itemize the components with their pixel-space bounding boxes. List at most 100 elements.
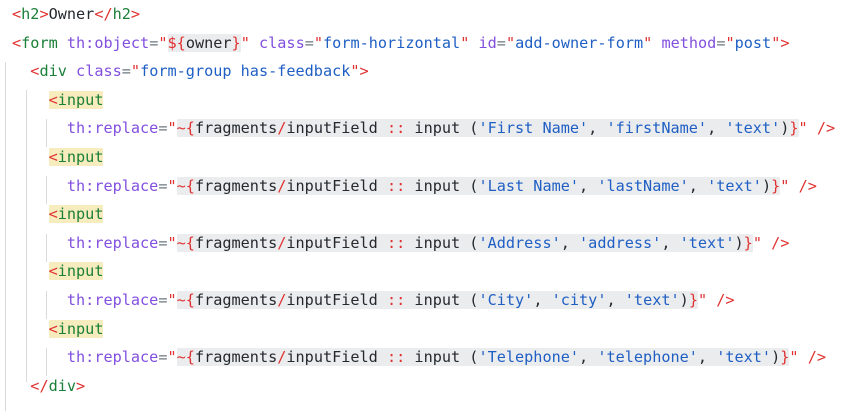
code-line[interactable]: <input bbox=[0, 315, 861, 344]
code-line[interactable]: th:replace="~{fragments/inputField :: in… bbox=[0, 286, 861, 315]
token-bracket: /> bbox=[816, 119, 836, 138]
token-tag: div bbox=[39, 62, 67, 81]
token-expr: , bbox=[707, 119, 726, 138]
token-bracket: < bbox=[48, 319, 58, 338]
token-expr: ) bbox=[679, 290, 689, 309]
code-line[interactable]: <form th:object="${owner}" class="form-h… bbox=[0, 29, 861, 58]
code-line[interactable]: <input bbox=[0, 143, 861, 172]
token-tag: div bbox=[48, 376, 77, 395]
token-quote: " bbox=[130, 62, 141, 81]
token-str: 'Address' bbox=[478, 233, 561, 252]
token-str: 'city' bbox=[551, 290, 607, 309]
token-quote: " bbox=[167, 348, 177, 367]
highlighted-tag: <input bbox=[48, 262, 104, 281]
code-line-content: <input bbox=[48, 86, 104, 115]
token-str: 'text' bbox=[707, 176, 762, 195]
code-line[interactable]: <h2>Owner</h2> bbox=[0, 0, 861, 29]
token-tag: input bbox=[57, 319, 104, 338]
token-bracket: < bbox=[12, 33, 22, 52]
token-quote: " bbox=[167, 290, 177, 309]
code-line[interactable]: <div class="form-group has-feedback"> bbox=[0, 57, 861, 86]
highlighted-tag: <input bbox=[48, 147, 104, 166]
code-line-content: <h2>Owner</h2> bbox=[12, 0, 140, 29]
token-text: Owner bbox=[48, 5, 95, 23]
code-line-content: <form th:object="${owner}" class="form-h… bbox=[12, 29, 790, 58]
token-expr: inputField bbox=[286, 176, 387, 195]
token-quote: " bbox=[789, 348, 799, 367]
highlighted-tag: <input bbox=[48, 205, 104, 224]
token-attr: th:replace bbox=[66, 119, 159, 138]
token-exprdel: } bbox=[231, 33, 241, 52]
token-eq: = bbox=[158, 290, 168, 309]
token-quote: " bbox=[643, 33, 653, 52]
token-str: 'address' bbox=[579, 233, 662, 252]
token-str: 'text' bbox=[725, 119, 781, 138]
token-expr: ) bbox=[780, 119, 790, 138]
token-bracket: > bbox=[130, 5, 141, 23]
token-val: post bbox=[734, 33, 772, 52]
highlighted-tag: <input bbox=[48, 319, 104, 338]
token-quote: " bbox=[697, 290, 708, 309]
token-quote: " bbox=[350, 62, 360, 81]
code-line-content: th:replace="~{fragments/inputField :: in… bbox=[67, 343, 826, 372]
token-expr: ) bbox=[771, 348, 781, 367]
token-bracket: /> bbox=[807, 348, 827, 367]
token-eq: = bbox=[496, 33, 506, 52]
token-bracket: < bbox=[48, 147, 58, 166]
token-tag: input bbox=[57, 147, 104, 166]
token-quote: " bbox=[167, 176, 177, 195]
code-line-content: th:replace="~{fragments/inputField :: in… bbox=[67, 114, 835, 143]
token-quote: " bbox=[505, 33, 516, 52]
token-str: 'Last Name' bbox=[478, 176, 580, 195]
code-line[interactable]: th:replace="~{fragments/inputField :: in… bbox=[0, 229, 861, 258]
token-tag: form bbox=[21, 33, 58, 52]
code-line-content: <input bbox=[48, 200, 104, 229]
token-expr: , bbox=[579, 348, 598, 367]
token-attr: th:replace bbox=[66, 290, 159, 309]
token-str: 'lastName' bbox=[597, 176, 689, 195]
token-attr: th:replace bbox=[66, 176, 159, 195]
token-bracket: < bbox=[48, 262, 58, 281]
token-eq: = bbox=[158, 348, 168, 367]
token-bracket: > bbox=[780, 33, 790, 52]
code-line[interactable]: th:replace="~{fragments/inputField :: in… bbox=[0, 114, 861, 143]
token-bracket: > bbox=[359, 62, 369, 81]
code-line[interactable]: <input bbox=[0, 86, 861, 115]
highlighted-expression: ~{fragments/inputField :: input ('Last N… bbox=[176, 176, 781, 195]
token-expr: , bbox=[588, 119, 607, 138]
code-line-content: <input bbox=[48, 257, 104, 286]
code-line[interactable]: </div> bbox=[0, 372, 861, 401]
token-text bbox=[67, 62, 76, 80]
token-quote: " bbox=[313, 33, 324, 52]
token-str: 'text' bbox=[679, 233, 735, 252]
token-val: form-horizontal bbox=[323, 33, 461, 52]
token-str: 'First Name' bbox=[478, 119, 589, 138]
token-attr: th:replace bbox=[66, 233, 159, 252]
token-attr: id bbox=[478, 33, 497, 52]
token-expr: , bbox=[533, 290, 552, 309]
token-exprdel: :: bbox=[386, 233, 406, 252]
token-eq: = bbox=[158, 176, 168, 195]
token-eq: = bbox=[149, 33, 159, 52]
code-line[interactable]: <input bbox=[0, 257, 861, 286]
token-exprdel: ~{ bbox=[176, 233, 195, 252]
token-exprdel: { bbox=[176, 33, 186, 52]
token-str: 'text' bbox=[716, 348, 772, 367]
token-exprdel: :: bbox=[386, 119, 406, 138]
token-attr: th:object bbox=[66, 33, 150, 52]
token-expr: inputField bbox=[286, 348, 387, 367]
token-str: 'firstName' bbox=[606, 119, 708, 138]
token-quote: " bbox=[798, 119, 808, 138]
token-eq: = bbox=[158, 119, 168, 138]
token-text bbox=[789, 177, 798, 195]
token-eq: = bbox=[121, 62, 131, 81]
code-line[interactable]: th:replace="~{fragments/inputField :: in… bbox=[0, 172, 861, 201]
code-line[interactable]: th:replace="~{fragments/inputField :: in… bbox=[0, 343, 861, 372]
token-bracket: < bbox=[30, 62, 40, 81]
token-val: add-owner-form bbox=[515, 33, 644, 52]
token-str: 'text' bbox=[624, 290, 680, 309]
token-expr: , bbox=[606, 290, 625, 309]
token-exprdel: / bbox=[277, 119, 287, 138]
code-line[interactable]: <input bbox=[0, 200, 861, 229]
